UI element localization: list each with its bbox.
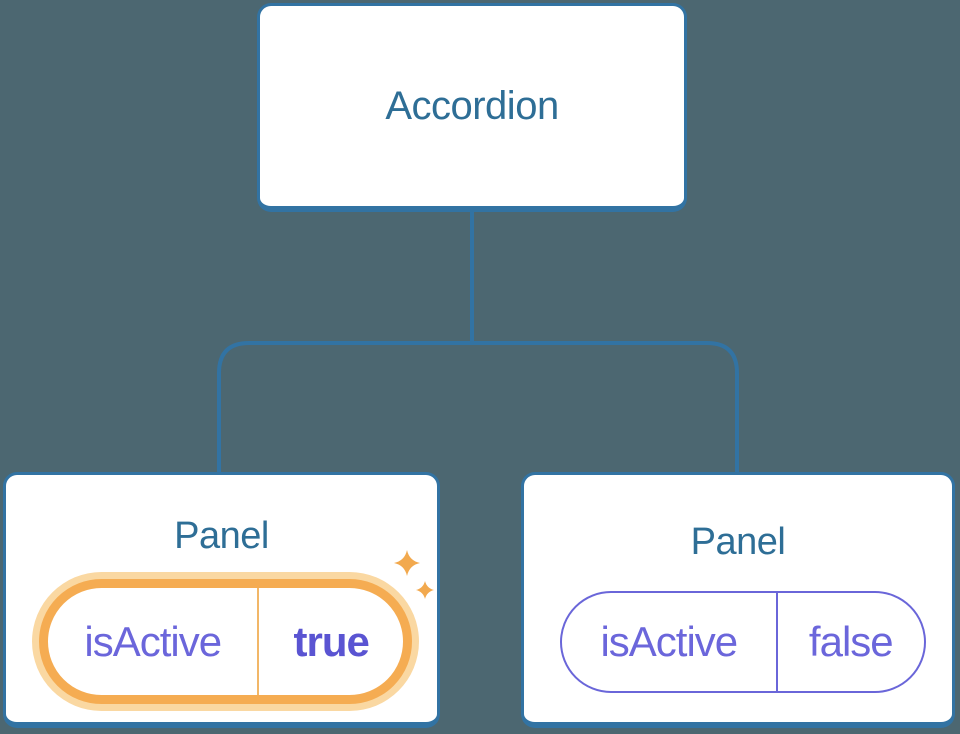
panel-node-active: Panel isActive true	[3, 472, 440, 728]
state-value: false	[775, 593, 924, 691]
sparkles-icon	[394, 550, 434, 599]
panel-node-label: Panel	[690, 521, 786, 563]
panel-node-label: Panel	[174, 515, 269, 557]
state-key: isActive	[600, 618, 738, 665]
accordion-node-label: Accordion	[385, 83, 559, 128]
accordion-node: Accordion	[257, 3, 687, 212]
state-pill-active: isActive true	[39, 579, 412, 704]
state-value: true	[257, 588, 403, 695]
panel-node-inactive: Panel isActive false	[521, 472, 955, 728]
state-pill-inactive: isActive false	[560, 591, 926, 693]
state-key: isActive	[84, 617, 222, 665]
